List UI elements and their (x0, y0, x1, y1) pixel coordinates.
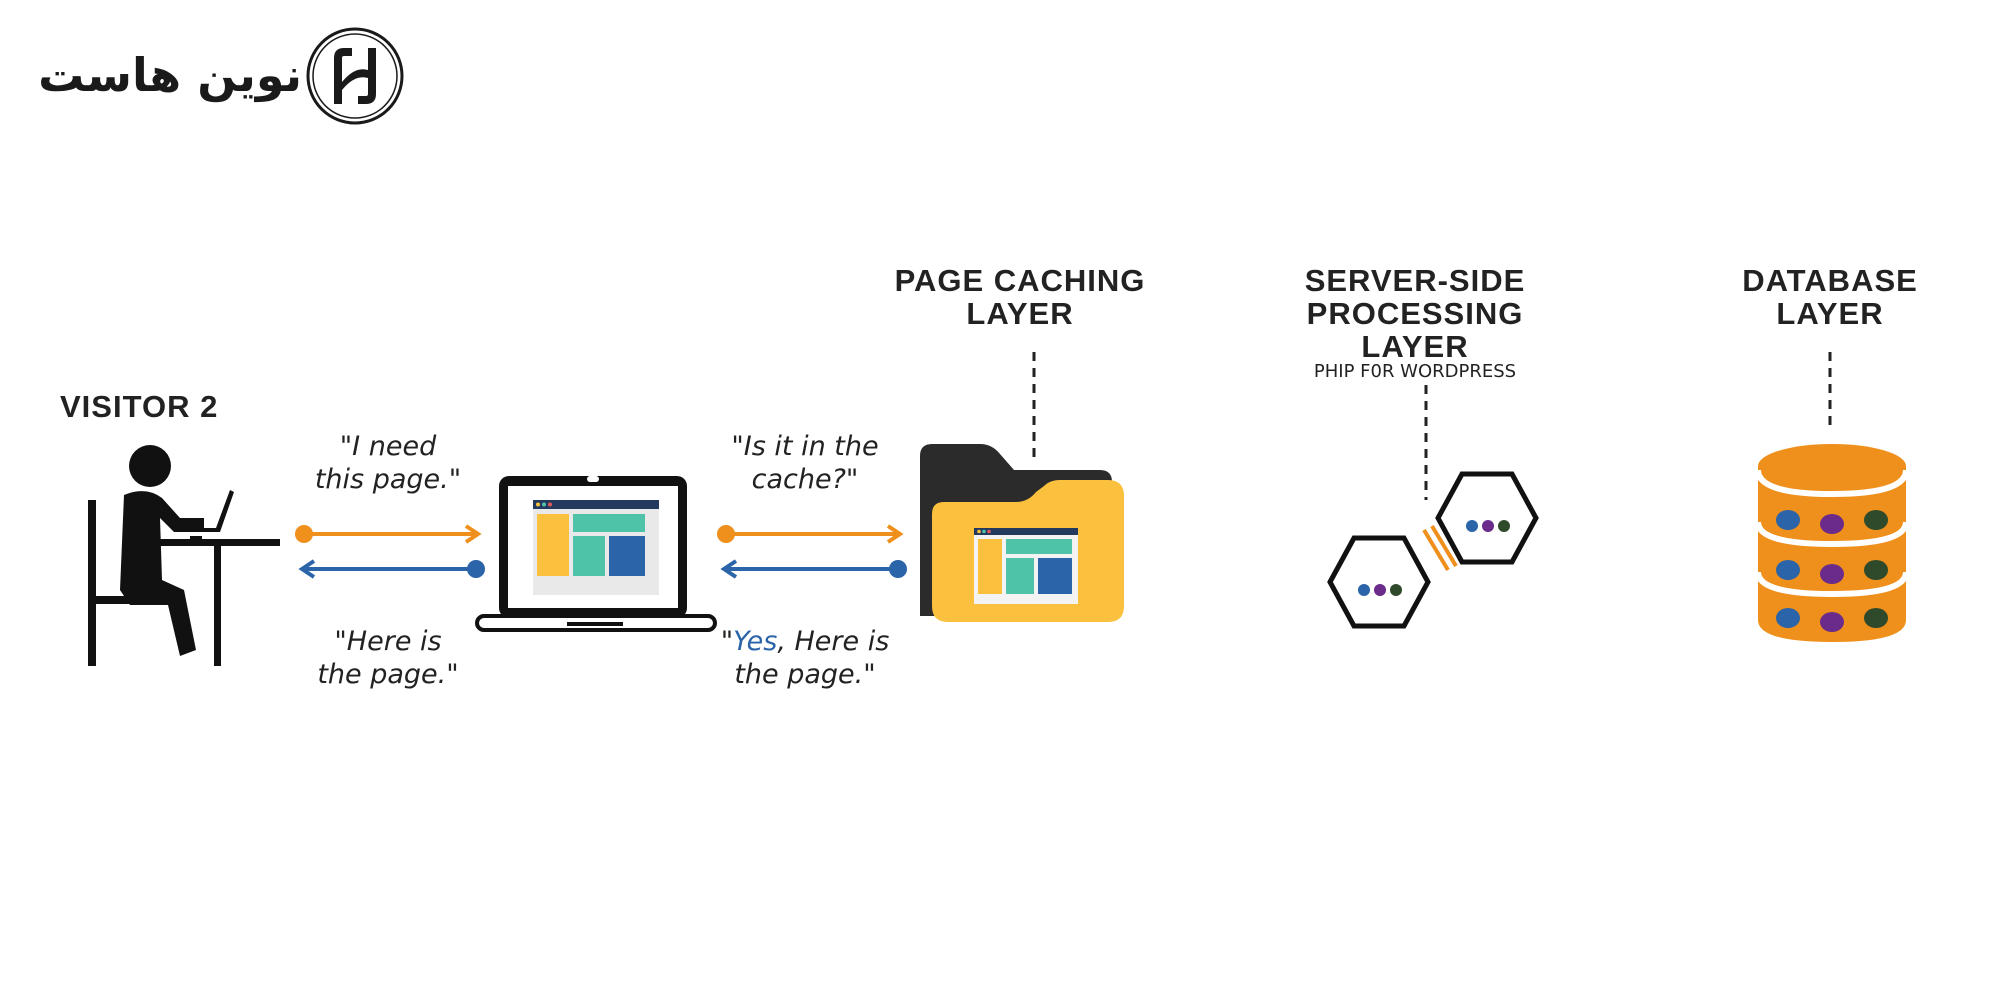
yes-highlight: Yes (733, 626, 778, 657)
connector-dashed-line (1828, 352, 1832, 430)
page-caching-layer-title: PAGE CACHING LAYER (894, 263, 1146, 331)
laptop-icon (475, 476, 717, 632)
visitor-label: VISITOR 2 (60, 389, 219, 424)
quote-request-page: "I need this page." (314, 431, 462, 495)
brand-name: نوین هاست (38, 48, 302, 102)
brand-logo-icon (306, 27, 404, 125)
cache-check-arrow (717, 524, 907, 579)
person-at-laptop-icon (88, 445, 280, 666)
quote-is-it-in-cache: "Is it in the cache?" (731, 431, 879, 495)
server-side-subtitle: PHIP F0R WORDPRESS (1313, 361, 1517, 382)
quote-yes-here-is-page: "Yes, Here is the page." (720, 626, 890, 690)
connector-dashed-line (1032, 352, 1036, 464)
database-layer-title: DATABASE LAYER (1742, 263, 1918, 331)
request-arrow (295, 524, 485, 579)
hexagon-nodes-icon (1327, 471, 1539, 629)
folder-icon (920, 444, 1124, 622)
connector-dashed-line (1424, 385, 1428, 500)
server-side-layer-title: SERVER-SIDE PROCESSING LAYER (1304, 263, 1526, 364)
quote-here-is-page: "Here is the page." (317, 626, 459, 690)
database-icon (1756, 444, 1908, 642)
